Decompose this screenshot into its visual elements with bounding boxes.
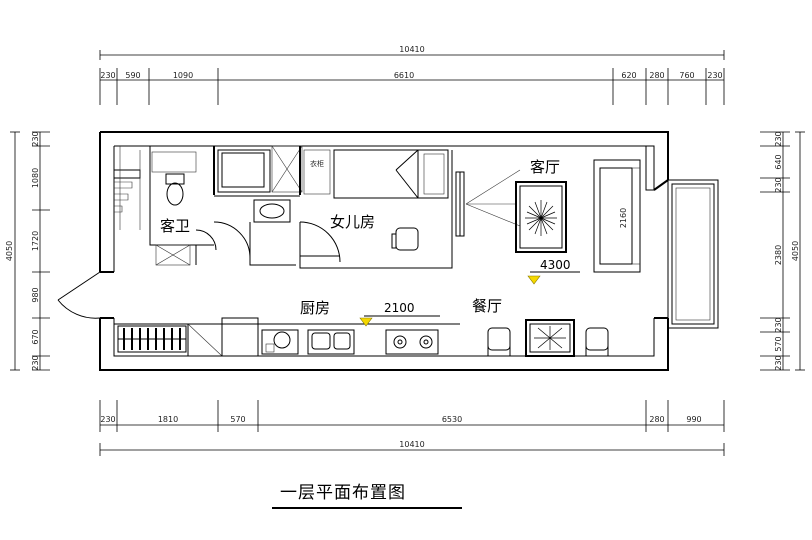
room-label-guest-bath: 客卫	[160, 217, 190, 235]
left-dim-5: 670	[31, 329, 40, 344]
sofa-icon	[593, 159, 641, 273]
outer-walls	[99, 131, 669, 371]
shoe-cabinet	[117, 325, 187, 353]
microwave-icon	[261, 329, 299, 355]
top-dim-7: 760	[679, 71, 694, 80]
elevation-marker-kitchen: 2100	[359, 301, 440, 327]
dining-chair-left	[487, 327, 511, 356]
room-label-daughter-room: 女儿房	[330, 213, 375, 231]
desk-chair-icon	[391, 227, 419, 251]
dining-set	[487, 319, 609, 357]
title-text: 一层平面布置图	[280, 483, 406, 503]
left-dim-4: 980	[31, 287, 40, 302]
elevation-value-living: 4300	[540, 258, 571, 272]
bottom-dim-3: 570	[230, 415, 245, 424]
top-dim-5: 620	[621, 71, 636, 80]
dining-chair-right	[585, 327, 609, 356]
right-dim-6: 570	[774, 336, 783, 351]
bottom-total-dim: 10410	[399, 440, 424, 449]
left-dim-3: 1720	[31, 231, 40, 251]
washbasin-icon	[253, 199, 291, 223]
left-total-dim: 4050	[5, 241, 14, 261]
right-dim-3: 230	[774, 177, 783, 192]
stove-icon	[385, 329, 439, 355]
right-dim-2: 640	[774, 154, 783, 169]
elevation-value-kitchen: 2100	[384, 301, 415, 315]
fridge	[187, 323, 223, 357]
corridor-closet	[213, 145, 303, 266]
coffee-table-icon	[515, 181, 567, 253]
left-dim-2: 1080	[31, 168, 40, 188]
left-dimension-chain: 4050 230 1080 1720 980 670 230	[5, 131, 50, 371]
right-dim-7: 230	[774, 355, 783, 370]
top-dim-6: 280	[649, 71, 664, 80]
bottom-dim-5: 280	[649, 415, 664, 424]
entry-door	[57, 271, 101, 319]
sofa-dimension: 2160	[619, 208, 628, 228]
living-room: 2160	[465, 145, 655, 273]
bottom-dim-2: 1810	[158, 415, 178, 424]
top-dim-4: 6610	[394, 71, 414, 80]
room-label-kitchen: 厨房	[300, 299, 330, 317]
top-total-dim: 10410	[399, 45, 424, 54]
room-label-living-room: 客厅	[530, 158, 560, 176]
bottom-dimension-chain: 230 1810 570 6530 280 990 10410	[99, 400, 725, 456]
right-total-dim: 4050	[791, 241, 800, 261]
bottom-dim-6: 990	[686, 415, 701, 424]
guest-bath	[149, 146, 217, 266]
kitchen-counter	[114, 317, 460, 357]
right-dim-4: 2380	[774, 245, 783, 265]
top-dim-8: 230	[707, 71, 722, 80]
right-dim-5: 230	[774, 317, 783, 332]
toilet-icon	[165, 173, 185, 206]
bottom-dim-4: 6530	[442, 415, 462, 424]
balcony	[667, 179, 719, 329]
left-dim-6: 230	[31, 355, 40, 370]
elevation-marker-living: 4300	[527, 258, 580, 285]
top-dim-3: 1090	[173, 71, 193, 80]
dining-table-icon	[525, 319, 575, 357]
bed-icon	[333, 149, 449, 199]
sink-icon	[307, 329, 355, 355]
daughter-room: 衣柜	[299, 146, 465, 269]
top-dim-2: 590	[125, 71, 140, 80]
room-label-dining-room: 餐厅	[472, 297, 502, 315]
top-dimension-chain: 10410 230 590 1090 6610 620 280 760 230	[99, 45, 725, 105]
drawing-title: 一层平面布置图	[272, 483, 462, 509]
left-dim-1: 230	[31, 131, 40, 146]
wardrobe-label: 衣柜	[310, 159, 324, 168]
right-dim-1: 230	[774, 131, 783, 146]
staircase	[114, 146, 141, 230]
bottom-dim-1: 230	[100, 415, 115, 424]
top-dim-1: 230	[100, 71, 115, 80]
right-dimension-chain: 230 640 230 2380 230 570 230 4050	[760, 131, 805, 371]
